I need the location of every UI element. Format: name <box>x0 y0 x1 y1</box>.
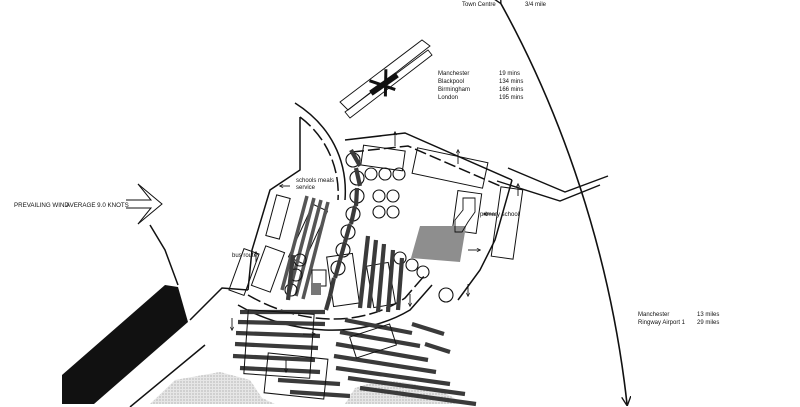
grey-plot <box>311 283 321 295</box>
road-distances-table: Manchester 13 miles Ringway Airport 1 29… <box>638 312 719 326</box>
rail-time: 195 mins <box>499 95 523 101</box>
tree-icon <box>268 198 286 216</box>
road-distance: 13 miles <box>697 312 719 318</box>
tree-icon <box>544 201 562 219</box>
town-centre-distance-label: 3/4 mile <box>525 2 547 8</box>
tree-icon <box>503 137 521 155</box>
railway-station <box>339 39 433 119</box>
town-centre-label: Town Centre <box>462 2 496 8</box>
rail-destination: Birmingham <box>438 87 470 93</box>
road-destination: Ringway Airport 1 <box>638 320 686 326</box>
housing-blocks <box>228 144 524 309</box>
schools-meals-label-line2: service <box>296 185 316 191</box>
road-destination: Manchester <box>638 312 669 318</box>
circulation-arrow-icon <box>232 132 518 372</box>
road-distance: 29 miles <box>697 320 719 326</box>
rail-time: 19 mins <box>499 71 520 77</box>
tree-icon <box>526 102 544 120</box>
stippled-open-ground <box>150 372 275 404</box>
tree-icon <box>461 337 479 355</box>
prevailing-wind-label: PREVAILING WIND <box>14 202 69 209</box>
tree-icon <box>493 244 511 262</box>
rail-time: 134 mins <box>499 79 523 85</box>
tree-icon <box>460 318 478 336</box>
wind-speed-label: AVERAGE 9.0 KNOTS <box>66 202 129 209</box>
town-centre-link-road <box>507 167 609 193</box>
schools-meals-label: schools meals <box>296 178 334 184</box>
rail-destination: Blackpool <box>438 79 464 85</box>
rail-times-table: Manchester 19 mins Blackpool 134 mins Bi… <box>438 71 523 101</box>
rail-destination: Manchester <box>438 71 469 77</box>
tree-icon <box>384 151 402 169</box>
tree-icon <box>463 175 481 193</box>
bus-route-label: bus route <box>232 253 258 259</box>
railway-station-icon <box>369 69 399 97</box>
allotment-strips <box>232 309 477 407</box>
tree-icon <box>469 90 487 108</box>
tree-icon <box>449 126 467 144</box>
allotment-frames <box>243 309 398 400</box>
tree-icon <box>371 113 389 131</box>
primary-school-label: primary school <box>480 212 519 218</box>
tree-icon <box>540 161 558 179</box>
tree-icon <box>198 312 216 330</box>
linear-garden-hatching <box>285 148 405 313</box>
rail-destination: London <box>438 95 458 101</box>
existing-building-block <box>62 285 188 404</box>
wind-arrow-icon <box>126 183 163 225</box>
rail-time: 166 mins <box>499 87 523 93</box>
playing-field <box>411 226 466 262</box>
primary-school-building <box>454 197 476 233</box>
site-boundary <box>294 102 347 201</box>
tree-icon <box>461 46 479 64</box>
tree-icon <box>436 313 454 331</box>
arterial-road <box>500 2 627 404</box>
